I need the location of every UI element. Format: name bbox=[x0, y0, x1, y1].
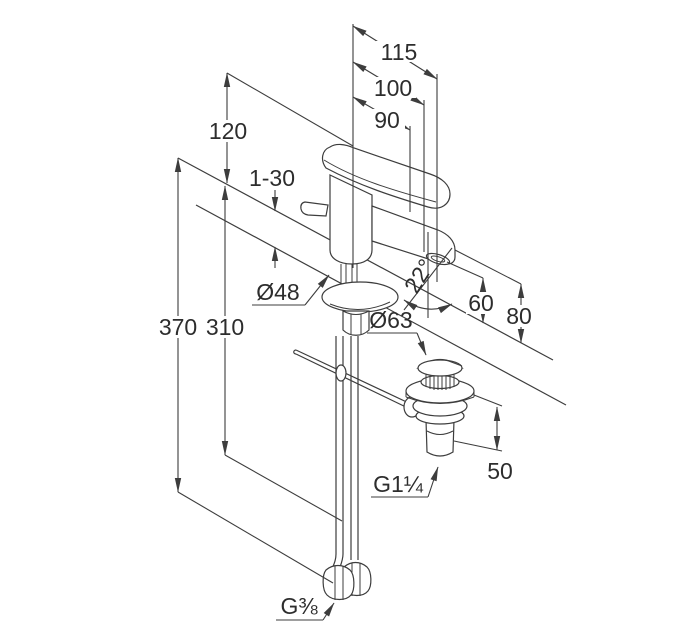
leader-waste-diameter bbox=[367, 332, 427, 356]
leader-base-diameter bbox=[252, 274, 330, 306]
faucet-body bbox=[300, 143, 456, 266]
leader-waste-thread bbox=[371, 466, 439, 498]
dim-1-30-label: 1-30 bbox=[249, 165, 295, 191]
dim-d63-label: Ø63 bbox=[369, 307, 412, 333]
pop-up-rod bbox=[293, 349, 414, 410]
dim-120-label: 120 bbox=[209, 118, 247, 144]
waste-rib-band bbox=[425, 374, 455, 390]
leader-supply-thread bbox=[276, 602, 335, 621]
dim-d48-label: Ø48 bbox=[256, 279, 299, 305]
label-masks bbox=[155, 41, 534, 338]
mounting-nut bbox=[342, 310, 370, 336]
dim-310-label: 310 bbox=[206, 314, 244, 340]
hose-nuts bbox=[322, 561, 372, 601]
dim-370-label: 370 bbox=[159, 314, 197, 340]
dim-115-label: 115 bbox=[381, 39, 418, 65]
dim-50-label: 50 bbox=[487, 458, 513, 484]
dim-g114-label: G1¼ bbox=[373, 471, 424, 497]
dim-90-label: 90 bbox=[374, 107, 400, 133]
dim-60-label: 60 bbox=[468, 290, 494, 316]
dim-g38-label: G⅜ bbox=[280, 593, 318, 619]
dimension-labels: 115 100 90 120 1-30 Ø48 370 310 Ø63 22° … bbox=[159, 39, 532, 619]
lever-handle bbox=[321, 143, 451, 209]
pop-up-waste bbox=[403, 358, 475, 457]
dim-100-label: 100 bbox=[374, 75, 412, 101]
dim-80-label: 80 bbox=[506, 303, 532, 329]
lever-tip bbox=[300, 201, 329, 217]
